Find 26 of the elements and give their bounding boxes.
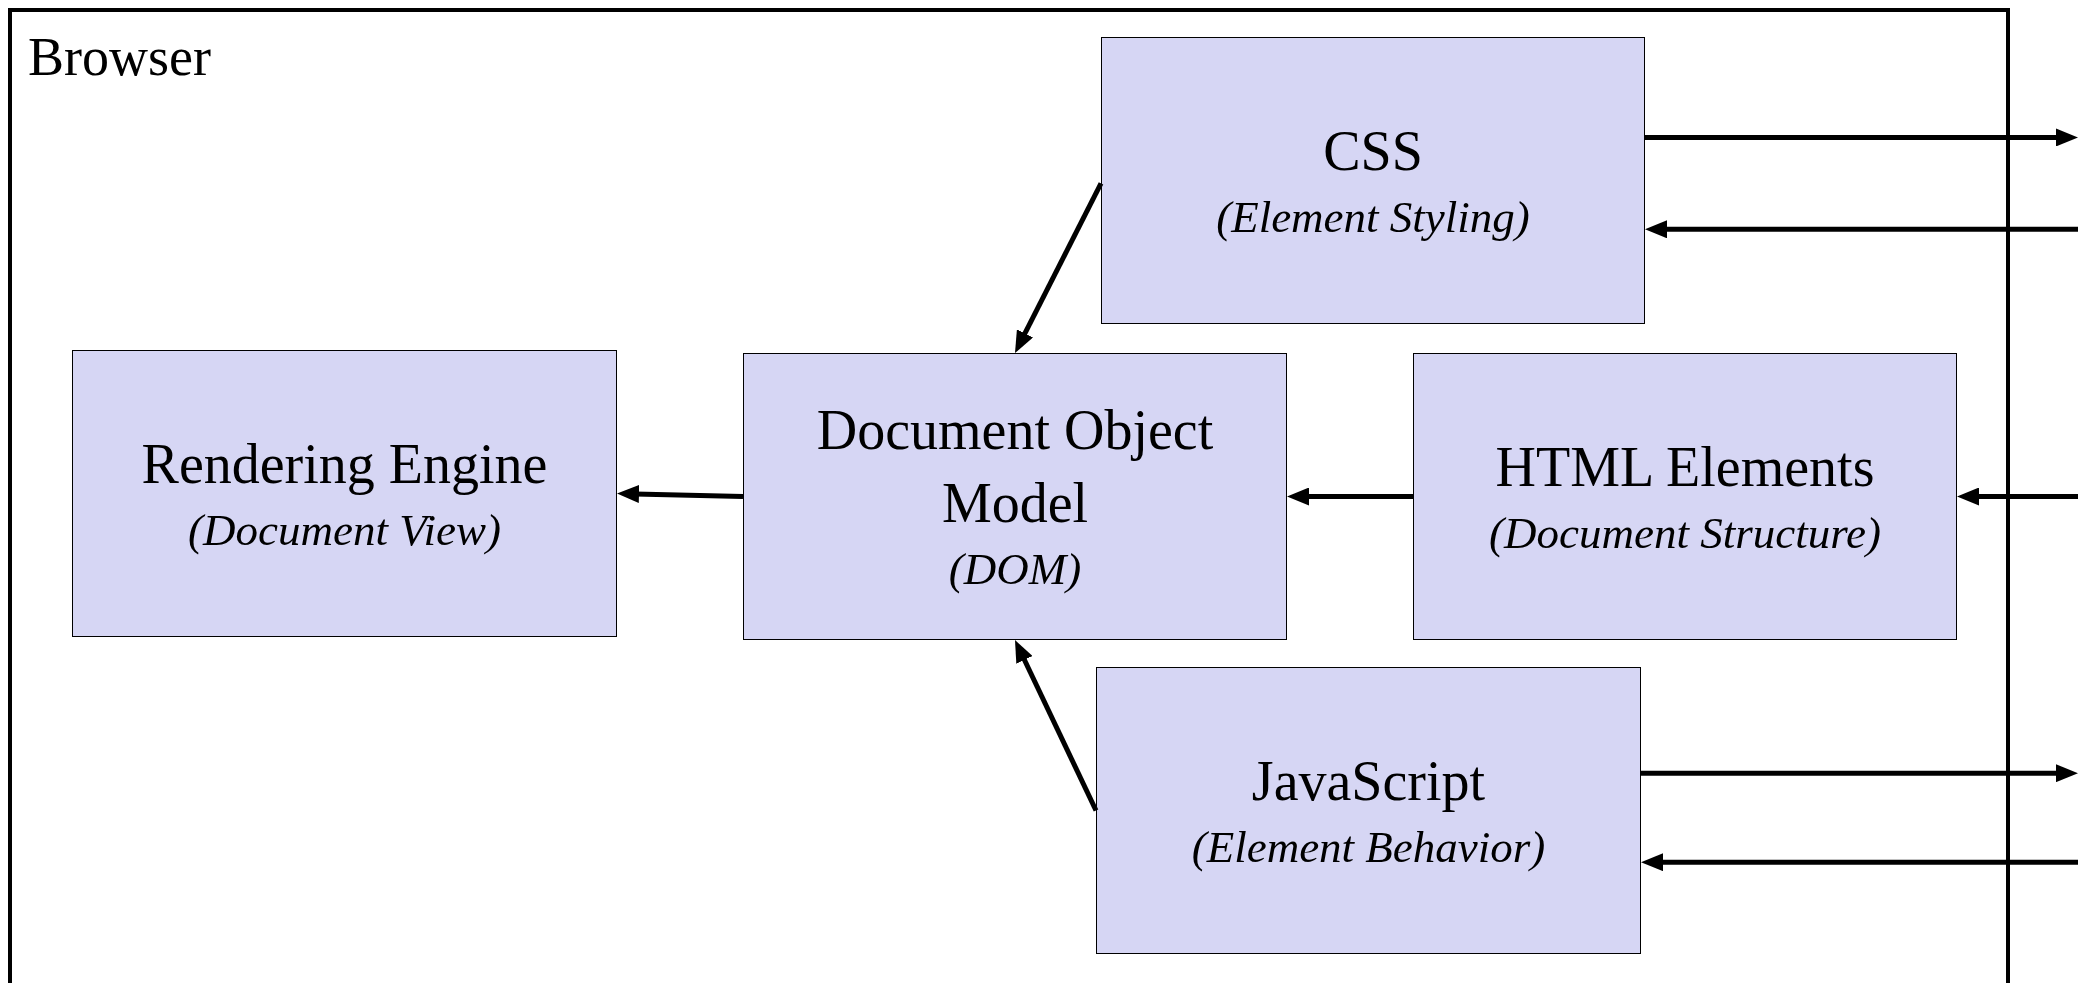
box-subtitle: (Document View) — [188, 503, 501, 557]
frame-title: Browser — [28, 30, 211, 84]
arrow — [1957, 487, 2078, 506]
arrow — [1641, 764, 2078, 783]
box-title: HTML Elements — [1495, 434, 1875, 500]
component-box — [1413, 353, 1957, 640]
arrow — [1641, 853, 2078, 872]
component-box — [1101, 37, 1645, 324]
arrow — [1015, 640, 1099, 812]
arrow — [1015, 182, 1104, 353]
component-box — [743, 353, 1287, 640]
arrow — [1287, 487, 1413, 506]
arrow — [1645, 220, 2078, 239]
arrow — [617, 485, 744, 503]
box-subtitle: (Element Styling) — [1216, 190, 1530, 244]
box-title: JavaScript — [1251, 748, 1486, 814]
component-box — [1096, 667, 1641, 954]
component-box — [72, 350, 617, 637]
box-title: Rendering Engine — [141, 431, 548, 497]
container-frame — [8, 8, 2010, 983]
box-title: CSS — [1323, 118, 1423, 184]
box-subtitle: (Document Structure) — [1489, 506, 1881, 560]
arrow — [1645, 128, 2078, 147]
box-subtitle: (Element Behavior) — [1191, 820, 1546, 874]
box-title: Document Object Model — [815, 398, 1215, 537]
box-subtitle: (DOM) — [948, 543, 1082, 597]
